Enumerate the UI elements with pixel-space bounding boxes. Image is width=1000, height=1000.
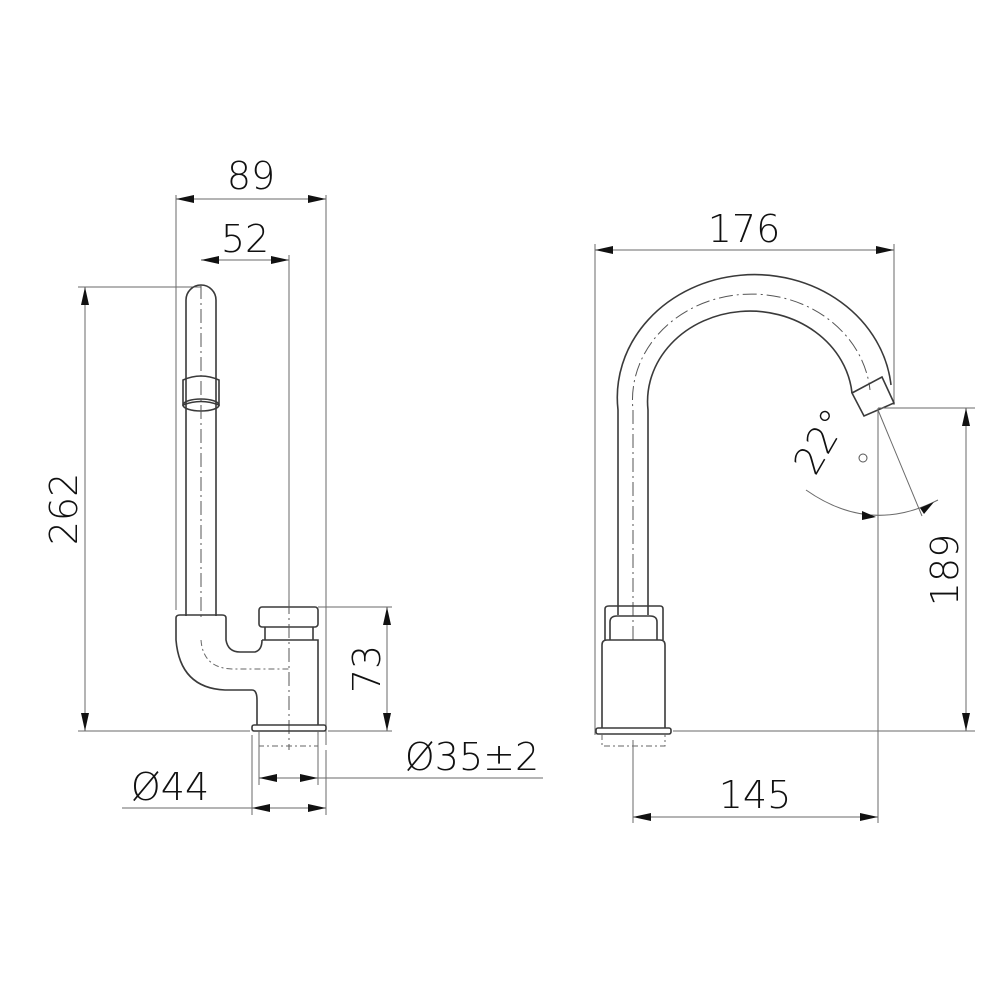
side-view: 89 52 262 73 — [42, 154, 543, 815]
dim-label-handle-offset: 52 — [221, 217, 269, 261]
dim-label-overall-height: 262 — [42, 473, 86, 546]
dim-label-body-height: 73 — [345, 645, 389, 693]
spout-inner — [646, 310, 853, 615]
spout-outer — [616, 273, 892, 615]
dim-label-outlet-height: 189 — [923, 534, 967, 607]
spout-collar — [609, 615, 658, 640]
angle-arc — [805, 489, 939, 516]
dim-label-spout-width: 176 — [708, 207, 781, 251]
dim-label-spout-reach: 145 — [719, 773, 792, 817]
lever-collar — [175, 614, 263, 653]
aerator — [850, 375, 896, 418]
dim-label-overall-width: 89 — [227, 154, 275, 198]
dim-label-spout-angle: 22° — [785, 401, 857, 481]
body-right — [262, 639, 319, 725]
dim-label-hole-diameter: Ø35±2 — [405, 735, 539, 779]
front-view: 176 22° 189 145 — [594, 207, 975, 823]
spout-collar-bracket — [604, 605, 664, 640]
lever-elbow — [175, 618, 258, 725]
front-body — [601, 639, 666, 728]
front-base-flange — [595, 727, 672, 735]
dim-label-base-diameter: Ø44 — [131, 765, 209, 809]
base-flange — [251, 724, 327, 732]
